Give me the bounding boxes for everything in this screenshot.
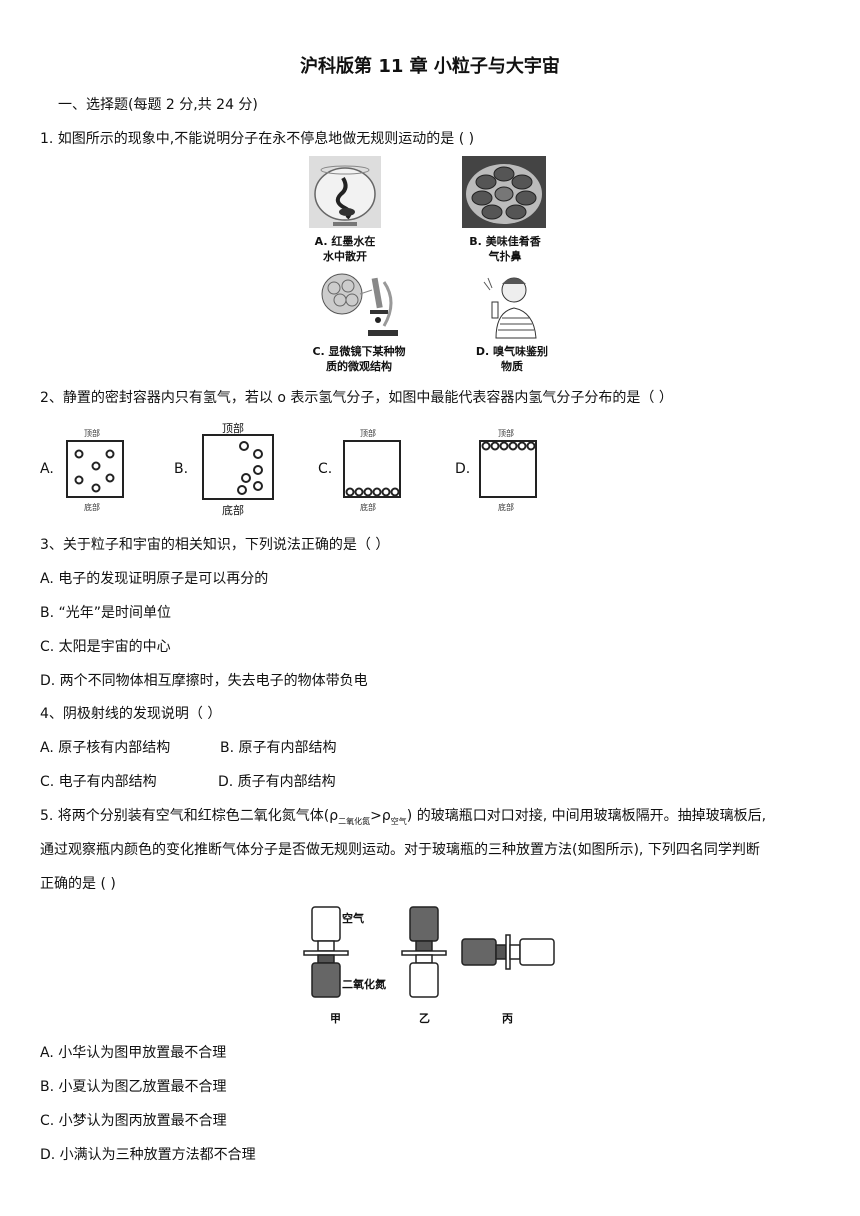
q5-label-air: 空气 [342,912,364,925]
q3-option-b: B. “光年”是时间单位 [40,605,172,621]
q2-d-top-label: 顶部 [498,429,514,438]
q1-caption-a: A. 红墨水在水中散开 [314,235,376,263]
q5-label-bing: 丙 [502,1012,513,1025]
q2-a-top-label: 顶部 [84,429,100,438]
q5-option-c: C. 小梦认为图丙放置最不合理 [40,1113,227,1129]
q5-figure-bottles [303,906,555,998]
q4-option-b: B. 原子有内部结构 [220,740,337,756]
q2-option-d-label: D. [455,461,471,477]
q1-caption-d: D. 嗅气味鉴别物质 [475,345,549,373]
q2-option-b-label: B. [174,461,189,477]
q1-caption-b: B. 美味佳肴香气扑鼻 [469,235,541,263]
q2-container-b [202,434,274,500]
q5-stem-line-1: 5. 将两个分别装有空气和红棕色二氧化氮气体(ρ二氧化氮>ρ空气) 的玻璃瓶口对… [40,808,767,826]
q5-label-no2: 二氧化氮 [342,978,386,991]
q2-option-a-label: A. [40,461,54,477]
q2-d-bottom-label: 底部 [498,503,514,512]
q2-stem: 2、静置的密封容器内只有氢气，若以 o 表示氢气分子，如图中最能代表容器内氢气分… [40,390,673,406]
q4-stem: 4、阴极射线的发现说明（ ） [40,706,222,722]
page-title: 沪科版第 11 章 小粒子与大宇宙 [300,56,560,77]
section-heading: 一、选择题(每题 2 分,共 24 分) [58,97,258,113]
q1-figure-a-ink-bowl [309,156,381,228]
q5-label-yi: 乙 [419,1012,430,1025]
q3-option-a: A. 电子的发现证明原子是可以再分的 [40,571,269,587]
q2-option-c-label: C. [318,461,333,477]
q3-option-c: C. 太阳是宇宙的中心 [40,639,171,655]
q5-label-jia: 甲 [330,1012,341,1025]
q4-option-c: C. 电子有内部结构 [40,774,157,790]
q1-figure-d-child-smelling [483,277,537,339]
q2-container-c [343,440,401,498]
q4-option-d: D. 质子有内部结构 [218,774,336,790]
q2-b-top-label: 顶部 [222,422,244,435]
q5-stem-line-3: 正确的是 ( ) [40,876,116,892]
q2-c-top-label: 顶部 [360,429,376,438]
q1-figure-b-food-plate [462,156,546,228]
q5-option-d: D. 小满认为三种放置方法都不合理 [40,1147,256,1163]
q5-option-a: A. 小华认为图甲放置最不合理 [40,1045,227,1061]
q2-c-bottom-label: 底部 [360,503,376,512]
q2-container-d [479,440,537,498]
q2-b-bottom-label: 底部 [222,504,244,517]
q5-option-b: B. 小夏认为图乙放置最不合理 [40,1079,227,1095]
q1-figure-c-microscope [321,273,398,336]
q3-option-d: D. 两个不同物体相互摩擦时，失去电子的物体带负电 [40,673,368,689]
q5-stem-line-2: 通过观察瓶内颜色的变化推断气体分子是否做无规则运动。对于玻璃瓶的三种放置方法(如… [40,842,760,858]
q1-stem: 1. 如图所示的现象中,不能说明分子在永不停息地做无规则运动的是 ( ) [40,131,475,147]
q2-container-a [66,440,124,498]
q1-caption-c: C. 显微镜下某种物质的微观结构 [312,345,406,373]
q2-a-bottom-label: 底部 [84,503,100,512]
q4-option-a: A. 原子核有内部结构 [40,740,171,756]
q3-stem: 3、关于粒子和宇宙的相关知识，下列说法正确的是（ ） [40,537,390,553]
